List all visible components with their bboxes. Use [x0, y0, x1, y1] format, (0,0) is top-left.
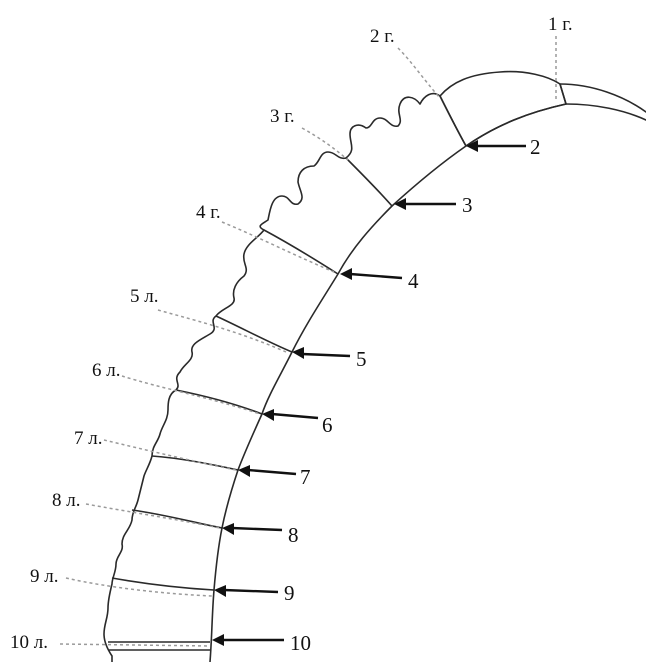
label-2g: 2 г.	[370, 26, 395, 47]
dorsal-outline	[103, 92, 441, 662]
number-10: 10	[290, 631, 311, 655]
segment-seams	[108, 95, 467, 651]
number-7: 7	[300, 465, 311, 489]
label-10l: 10 л.	[10, 632, 48, 653]
label-4g: 4 г.	[196, 202, 221, 223]
label-6l: 6 л.	[92, 360, 120, 381]
label-leaders	[59, 36, 557, 647]
label-1g: 1 г.	[548, 14, 573, 35]
label-8l: 8 л.	[52, 490, 80, 511]
junction-arrows	[212, 140, 526, 646]
label-9l: 9 л.	[30, 566, 58, 587]
ventral-outline	[209, 103, 567, 662]
label-3g: 3 г.	[270, 106, 295, 127]
label-5l: 5 л.	[130, 286, 158, 307]
number-8: 8	[288, 523, 299, 547]
label-7l: 7 л.	[74, 428, 102, 449]
number-2: 2	[530, 135, 541, 159]
number-4: 4	[408, 269, 419, 293]
claw-base-line	[559, 83, 567, 105]
claw-outline	[559, 83, 646, 121]
number-6: 6	[322, 413, 333, 437]
number-3: 3	[462, 193, 473, 217]
number-5: 5	[356, 347, 367, 371]
number-9: 9	[284, 581, 295, 605]
